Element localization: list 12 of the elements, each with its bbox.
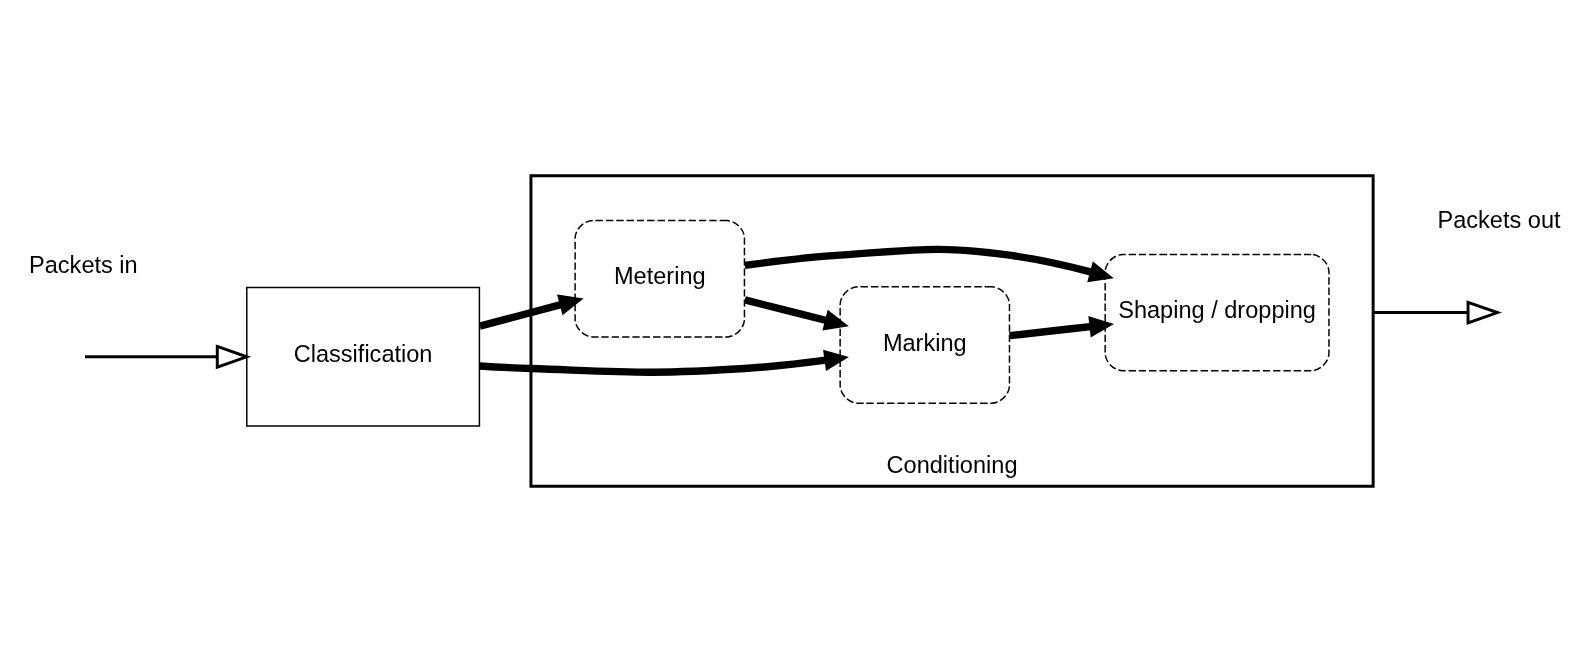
node-box: Shaping / dropping	[1104, 253, 1330, 372]
arrow	[479, 349, 849, 376]
label: Packets out	[1437, 207, 1561, 234]
arrow	[478, 294, 584, 330]
node-box: Marking	[839, 286, 1011, 404]
node-box: Classification	[246, 286, 481, 427]
arrow	[744, 296, 849, 331]
arrow	[744, 245, 1114, 283]
node-box: Metering	[574, 219, 746, 338]
arrow	[85, 344, 252, 370]
label: Packets in	[29, 251, 138, 278]
arrow	[1373, 300, 1502, 325]
